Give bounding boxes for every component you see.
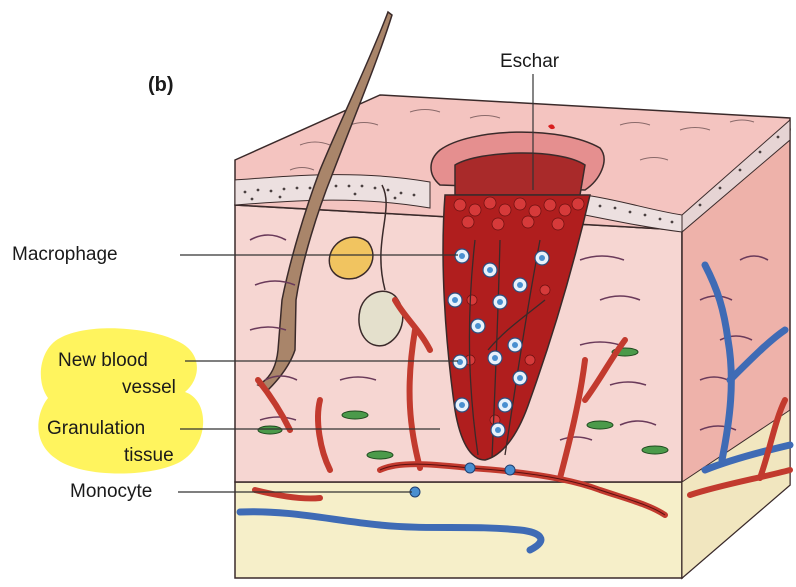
- label-monocyte: Monocyte: [70, 481, 152, 503]
- label-new-blood-vessel-line2: vessel: [122, 377, 176, 399]
- panel-label: (b): [148, 74, 174, 96]
- label-granulation-tissue-line1: Granulation: [47, 418, 145, 440]
- eschar-scab: [455, 153, 585, 195]
- label-macrophage: Macrophage: [12, 244, 118, 266]
- label-granulation-tissue-line2: tissue: [124, 445, 174, 467]
- label-new-blood-vessel-line1: New blood: [58, 350, 148, 372]
- label-eschar: Eschar: [500, 51, 559, 73]
